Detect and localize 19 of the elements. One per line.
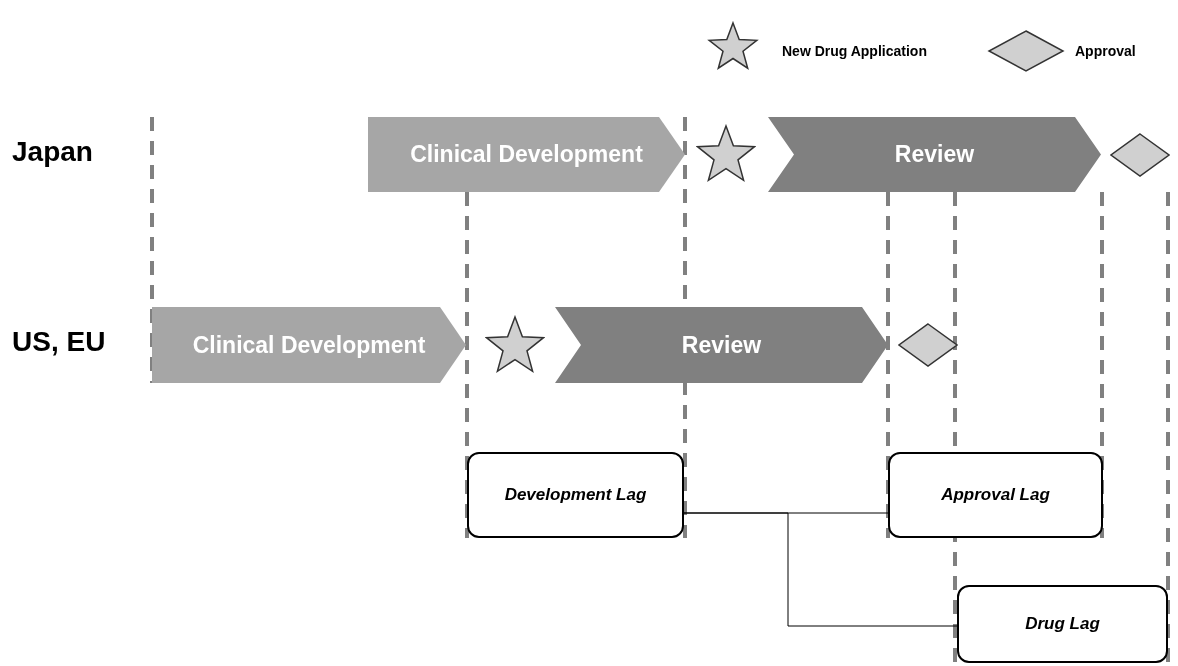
lag-label: Approval Lag (941, 485, 1050, 505)
row-label: US, EU (12, 326, 106, 358)
legend-label: New Drug Application (782, 43, 927, 59)
lag-label: Drug Lag (1025, 614, 1100, 634)
phase-banner: Review (768, 117, 1101, 192)
star-icon (485, 315, 545, 375)
phase-banner: Clinical Development (152, 307, 466, 383)
phase-banner: Clinical Development (368, 117, 685, 192)
legend-label: Approval (1075, 43, 1136, 59)
lag-label: Development Lag (504, 485, 647, 505)
row-label: Japan (12, 136, 93, 168)
diamond-icon (1110, 133, 1170, 177)
star-icon (696, 124, 756, 184)
connector-line (683, 512, 958, 627)
lag-box (957, 585, 1168, 663)
lag-box (467, 452, 684, 538)
lag-box (888, 452, 1103, 538)
diamond-icon (898, 323, 958, 367)
phase-banner: Review (555, 307, 888, 383)
